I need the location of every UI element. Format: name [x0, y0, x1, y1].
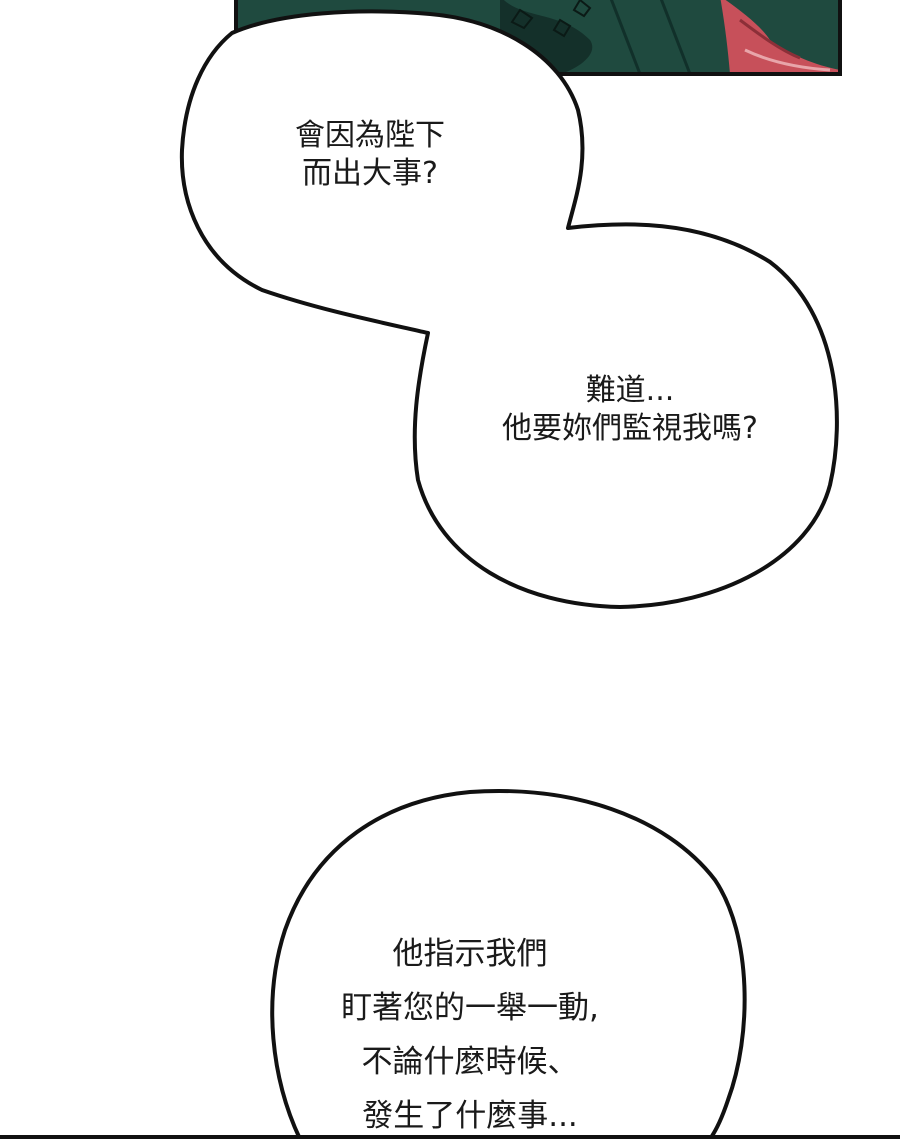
speech-bubble-2-text: 難道... 他要妳們監視我嗎? [440, 372, 820, 448]
bubble-line: 發生了什麼事... [362, 1098, 578, 1134]
speech-bubble-cluster [179, 9, 839, 609]
bubble-line: 會因為陛下 [295, 118, 445, 153]
bubble-line: 難道... [585, 373, 675, 408]
bubble-line: 而出大事? [302, 156, 438, 191]
bubble-line: 他要妳們監視我嗎? [502, 411, 758, 446]
speech-bubble-1-text: 會因為陛下 而出大事? [230, 117, 510, 193]
bubble-line: 不論什麼時候、 [361, 1044, 579, 1080]
speech-bubble-3-text: 他指示我們 盯著您的一舉一動, 不論什麼時候、 發生了什麼事... [280, 927, 660, 1143]
bubble-line: 他指示我們 [392, 936, 548, 972]
bubble-line: 盯著您的一舉一動, [341, 990, 599, 1026]
speech-bubble-bottom [270, 789, 747, 1141]
